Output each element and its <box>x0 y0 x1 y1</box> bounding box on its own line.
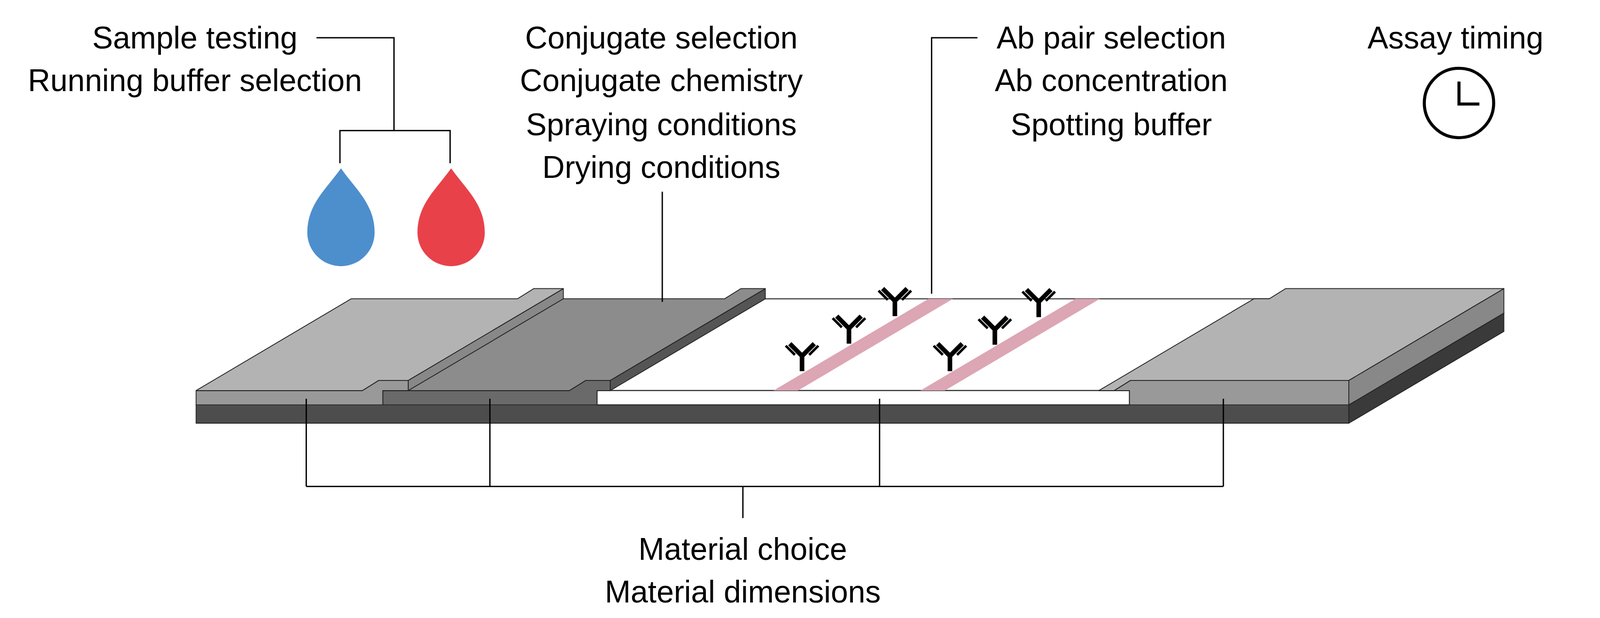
test-bands <box>773 298 1100 391</box>
callout-label: Spraying conditions <box>526 109 798 141</box>
sample-pad <box>195 288 563 405</box>
absorbent-pad <box>1098 288 1504 405</box>
callout-label: Spotting buffer <box>1010 109 1212 141</box>
callout-label: Conjugate chemistry <box>519 64 803 96</box>
callout-label: Material choice <box>638 533 848 565</box>
blue-drop <box>307 168 375 267</box>
callout-label: Drying conditions <box>542 151 781 183</box>
antibody-symbols <box>785 288 1056 371</box>
callout-label: Conjugate selection <box>525 22 798 54</box>
callout-label: Ab concentration <box>994 64 1228 96</box>
material-bracket <box>306 399 1224 519</box>
callout-label: Sample testing <box>92 22 298 54</box>
callout-label: Assay timing <box>1367 22 1544 54</box>
clock-icon <box>1424 68 1494 138</box>
callout-label: Running buffer selection <box>27 64 362 96</box>
leader-lines <box>316 37 978 303</box>
red-drop <box>417 168 485 267</box>
callout-label: Ab pair selection <box>996 22 1226 54</box>
callout-label: Material dimensions <box>604 576 881 608</box>
